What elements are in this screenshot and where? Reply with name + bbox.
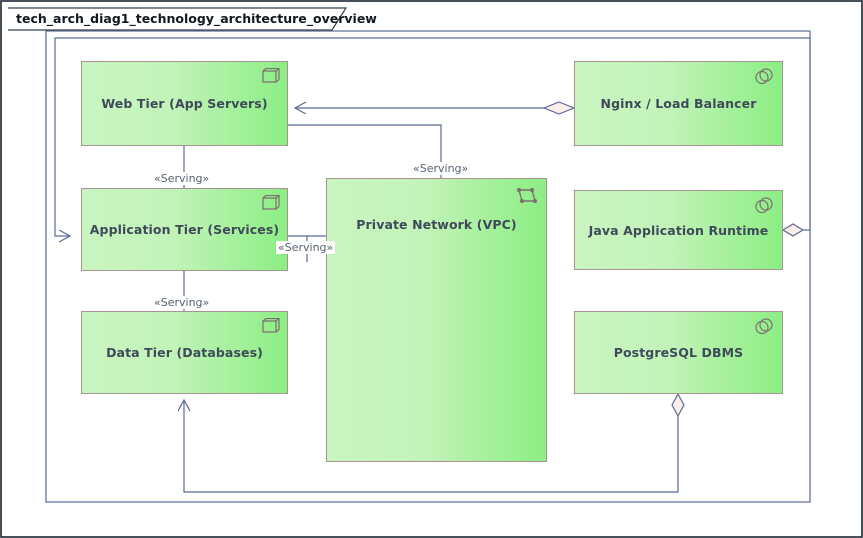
node-private-network-vpc-label: Private Network (VPC)	[356, 217, 517, 232]
node-postgresql-dbms-label: PostgreSQL DBMS	[613, 345, 744, 360]
network-path-icon	[515, 185, 539, 211]
stereotype-label-app-to-data: «Serving»	[152, 296, 212, 309]
node-cube-icon	[258, 67, 280, 92]
node-nginx-load-balancer[interactable]: Nginx / Load Balancer	[574, 61, 783, 146]
node-web-tier-label: Web Tier (App Servers)	[101, 96, 268, 111]
node-web-tier[interactable]: Web Tier (App Servers)	[81, 61, 288, 146]
node-application-tier-label: Application Tier (Services)	[89, 222, 280, 237]
node-postgresql-dbms[interactable]: PostgreSQL DBMS	[574, 311, 783, 394]
node-cube-icon	[258, 317, 280, 342]
node-data-tier[interactable]: Data Tier (Databases)	[81, 311, 288, 394]
stereotype-label-app-to-vpc: «Serving»	[276, 241, 336, 254]
node-java-application-runtime-label: Java Application Runtime	[588, 222, 769, 238]
node-cube-icon	[258, 194, 280, 219]
node-application-tier[interactable]: Application Tier (Services)	[81, 188, 288, 271]
stereotype-label-vpc-to-web: «Serving»	[411, 162, 471, 175]
system-software-icon	[753, 318, 775, 342]
node-nginx-load-balancer-label: Nginx / Load Balancer	[600, 96, 757, 111]
node-private-network-vpc[interactable]: Private Network (VPC)	[326, 178, 547, 462]
diagram-title: tech_arch_diag1_technology_architecture_…	[16, 11, 377, 26]
system-software-icon	[753, 68, 775, 92]
node-data-tier-label: Data Tier (Databases)	[106, 345, 263, 360]
node-java-application-runtime[interactable]: Java Application Runtime	[574, 190, 783, 270]
stereotype-label-web-to-app: «Serving»	[152, 172, 212, 185]
system-software-icon	[753, 197, 775, 221]
